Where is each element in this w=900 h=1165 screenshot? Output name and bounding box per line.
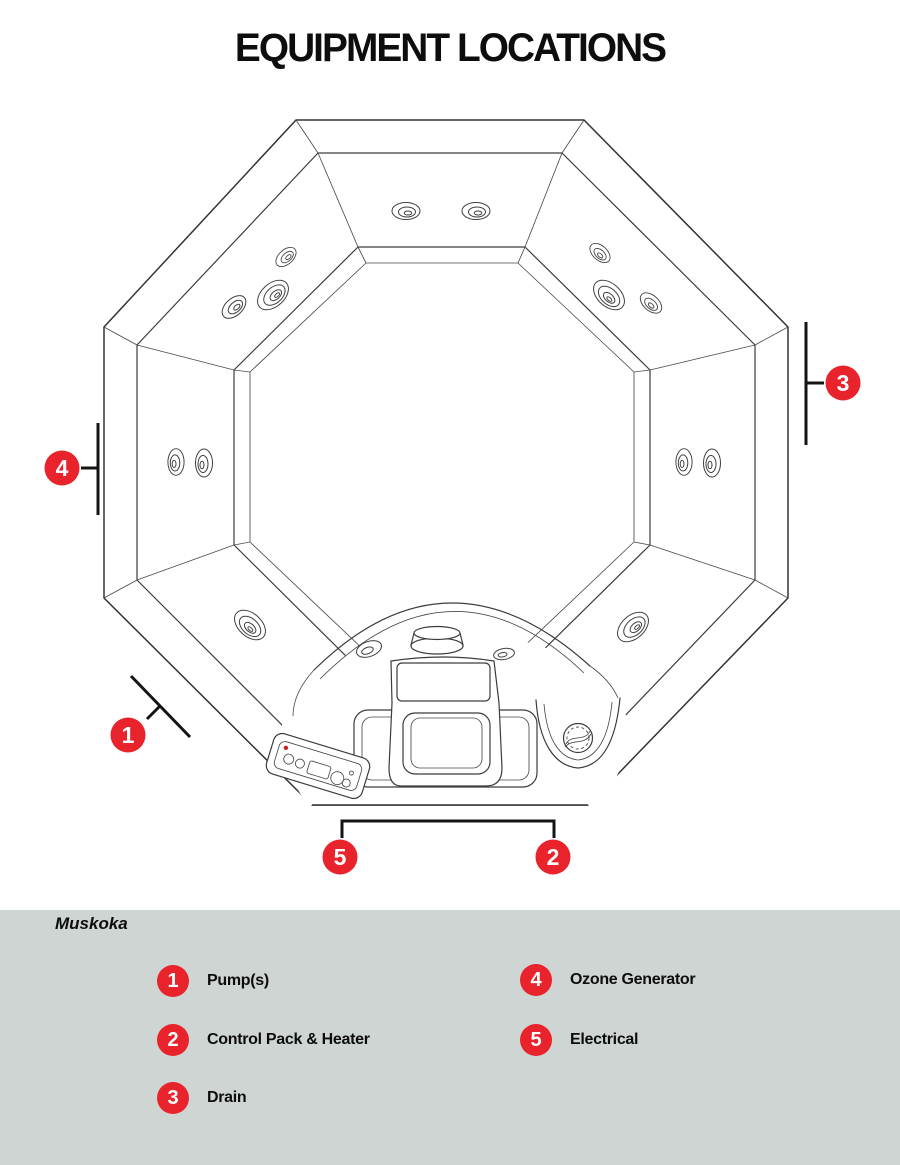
marker-4: 4 <box>44 450 80 486</box>
diverter-knob <box>410 625 464 655</box>
legend-label: Electrical <box>570 1031 639 1048</box>
filter-access-window <box>402 712 491 775</box>
svg-text:5: 5 <box>334 844 347 870</box>
filter-grille <box>396 662 491 702</box>
hot-tub-diagram: 1 2 3 4 5 <box>44 119 861 875</box>
keypad-button <box>341 778 351 788</box>
marker-1: 1 <box>110 717 146 753</box>
jet-icon <box>587 273 631 317</box>
jet-icon <box>611 605 655 649</box>
legend-badge: 4 <box>520 964 552 996</box>
jet-icon <box>228 603 272 647</box>
legend-label: Drain <box>207 1089 247 1106</box>
svg-text:4: 4 <box>56 455 69 481</box>
marker-3: 3 <box>825 365 861 401</box>
jet-icon <box>271 243 301 271</box>
callout-markers: 1 2 3 4 5 <box>44 365 861 875</box>
jet-icon <box>251 273 295 317</box>
keypad-button <box>283 753 295 765</box>
legend-badge: 2 <box>157 1024 189 1056</box>
equipment-deck <box>265 602 628 806</box>
legend-item-ozone: 4 Ozone Generator <box>520 964 696 996</box>
filter-housing <box>388 656 503 787</box>
svg-text:2: 2 <box>547 844 560 870</box>
jet-icon <box>675 448 693 476</box>
legend-item-electrical: 5 Electrical <box>520 1024 638 1056</box>
control-keypad <box>265 732 371 800</box>
model-name: Muskoka <box>55 914 128 933</box>
legend-label: Control Pack & Heater <box>207 1031 370 1048</box>
jet-icon <box>703 448 721 478</box>
indicator-led <box>283 745 289 751</box>
leader-drain <box>804 322 824 445</box>
legend-item-pumps: 1 Pump(s) <box>157 965 269 997</box>
jet-icon <box>636 288 666 318</box>
jet-icon <box>167 448 185 476</box>
jet-pocket <box>535 697 621 769</box>
legend-label: Ozone Generator <box>570 971 696 988</box>
leader-electrical-control <box>340 819 556 838</box>
callout-leaders <box>81 322 824 838</box>
jet-icon <box>391 202 421 220</box>
legend-badge: 3 <box>157 1082 189 1114</box>
marker-5: 5 <box>322 839 358 875</box>
legend-badge: 5 <box>520 1024 552 1056</box>
jet-icon <box>461 202 491 220</box>
legend-badge: 1 <box>157 965 189 997</box>
svg-text:3: 3 <box>837 370 850 396</box>
page-title: EQUIPMENT LOCATIONS <box>234 26 667 70</box>
leader-pumps <box>129 674 192 739</box>
deck-fitting <box>356 640 515 661</box>
svg-text:1: 1 <box>122 722 135 748</box>
legend-panel: Muskoka <box>0 910 900 1165</box>
jet-icon <box>217 290 251 324</box>
keypad-display <box>306 760 332 780</box>
jet-icon <box>195 448 213 478</box>
wall-jets <box>167 202 721 649</box>
keypad-button <box>294 758 305 769</box>
leader-ozone <box>81 423 100 515</box>
legend-item-control-pack: 2 Control Pack & Heater <box>157 1024 370 1056</box>
legend-item-drain: 3 Drain <box>157 1082 247 1114</box>
marker-2: 2 <box>535 839 571 875</box>
jet-icon <box>585 239 615 267</box>
legend-label: Pump(s) <box>207 972 269 989</box>
